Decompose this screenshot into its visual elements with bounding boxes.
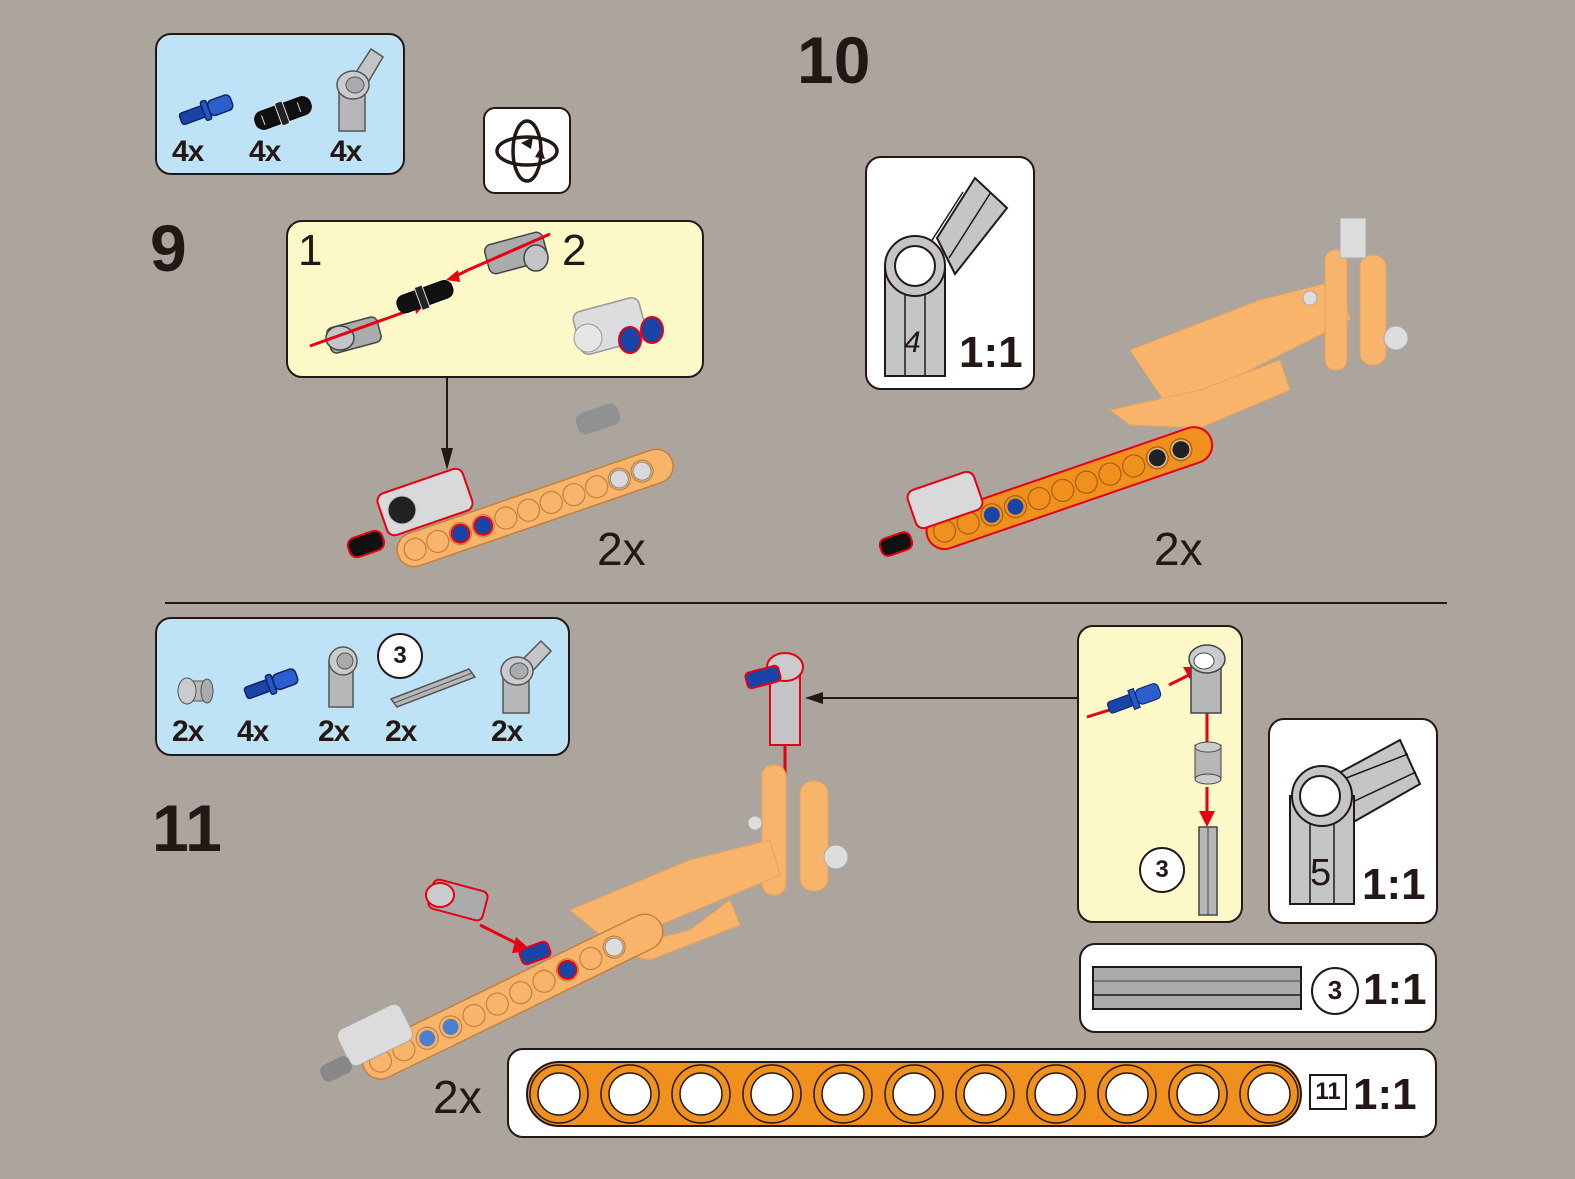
parts-list-step-9: 4x 4x 4x [155, 33, 405, 175]
axle-length-badge: 3 [377, 633, 423, 679]
angle-connector-4-icon [884, 176, 1009, 377]
step-divider [165, 602, 1447, 604]
beam-hole [963, 1072, 1007, 1116]
step-9-model [346, 403, 674, 568]
step-9-multiplier: 2x [597, 523, 646, 575]
part-qty: 4x [237, 715, 269, 748]
beam-hole [679, 1072, 723, 1116]
assembly-diagram-icon [1086, 644, 1226, 916]
axle-length-value: 3 [1155, 856, 1169, 883]
beam-11-icon [526, 1061, 1302, 1127]
connector-5-callout: 5 1:1 [1268, 718, 1438, 924]
angle-connector-1-icon [328, 646, 358, 708]
angle-connector-icon [336, 47, 385, 132]
step-number-10: 10 [797, 23, 871, 97]
beam-hole [892, 1072, 936, 1116]
scale-label: 1:1 [959, 328, 1023, 377]
step-number-9: 9 [150, 211, 187, 285]
blue-axle-pin-icon [178, 94, 234, 126]
beam-length-badge: 11 [1309, 1074, 1347, 1110]
angle-connector-5-icon [1289, 738, 1422, 905]
angle-connector-5-icon [500, 639, 553, 714]
connector-4-callout: 4 1:1 [865, 156, 1035, 390]
beam-hole [821, 1072, 865, 1116]
bush-icon [177, 677, 214, 705]
black-friction-pin-icon [254, 96, 312, 130]
part-qty: 2x [491, 715, 523, 748]
beam-11-scale-callout: 11 1:1 [507, 1048, 1437, 1138]
scale-label: 1:1 [1353, 1070, 1417, 1119]
sub-step-2: 2 [562, 226, 587, 275]
part-qty: 4x [330, 135, 362, 168]
sub-step-1: 1 [298, 226, 323, 275]
parts-list-step-11: 3 2x 4x 2x 2x 2x [155, 617, 570, 756]
blue-axle-pin-icon [243, 668, 299, 700]
subassembly-callout-step-9: 1 2 [286, 220, 704, 378]
callout-arrow [441, 378, 453, 470]
connector-number-label: 4 [904, 326, 921, 359]
axle-length-badge: 3 [1139, 847, 1185, 893]
axle-3-icon [1092, 966, 1302, 1010]
callout-arrow [805, 692, 1080, 704]
rotate-model-icon [483, 107, 571, 194]
step-10-multiplier: 2x [1154, 523, 1203, 575]
part-qty: 4x [249, 135, 281, 168]
step-number-11: 11 [152, 791, 222, 865]
beam-hole [1176, 1072, 1220, 1116]
beam-hole [1247, 1072, 1291, 1116]
subassembly-callout-step-11: 3 [1077, 625, 1243, 923]
beam-hole [608, 1072, 652, 1116]
part-qty: 2x [318, 715, 350, 748]
beam-hole [1105, 1072, 1149, 1116]
beam-hole [1034, 1072, 1078, 1116]
beam-hole [750, 1072, 794, 1116]
beam-hole [537, 1072, 581, 1116]
scale-label: 1:1 [1363, 965, 1427, 1014]
part-qty: 2x [172, 715, 204, 748]
step-10-model [878, 217, 1409, 557]
part-qty: 2x [385, 715, 417, 748]
axle-3-icon [389, 668, 477, 708]
beam-length-value: 11 [1315, 1078, 1341, 1105]
scale-label: 1:1 [1362, 860, 1426, 909]
step-11-model [320, 652, 849, 1082]
part-qty: 4x [172, 135, 204, 168]
axle-length-value: 3 [393, 642, 407, 669]
axle-length-badge: 3 [1311, 967, 1359, 1015]
assembly-diagram-icon [309, 231, 664, 356]
connector-number-label: 5 [1310, 852, 1332, 894]
axle-3-scale-callout: 3 1:1 [1079, 943, 1437, 1033]
step-11-multiplier: 2x [433, 1071, 482, 1123]
axle-length-value: 3 [1327, 975, 1343, 1005]
